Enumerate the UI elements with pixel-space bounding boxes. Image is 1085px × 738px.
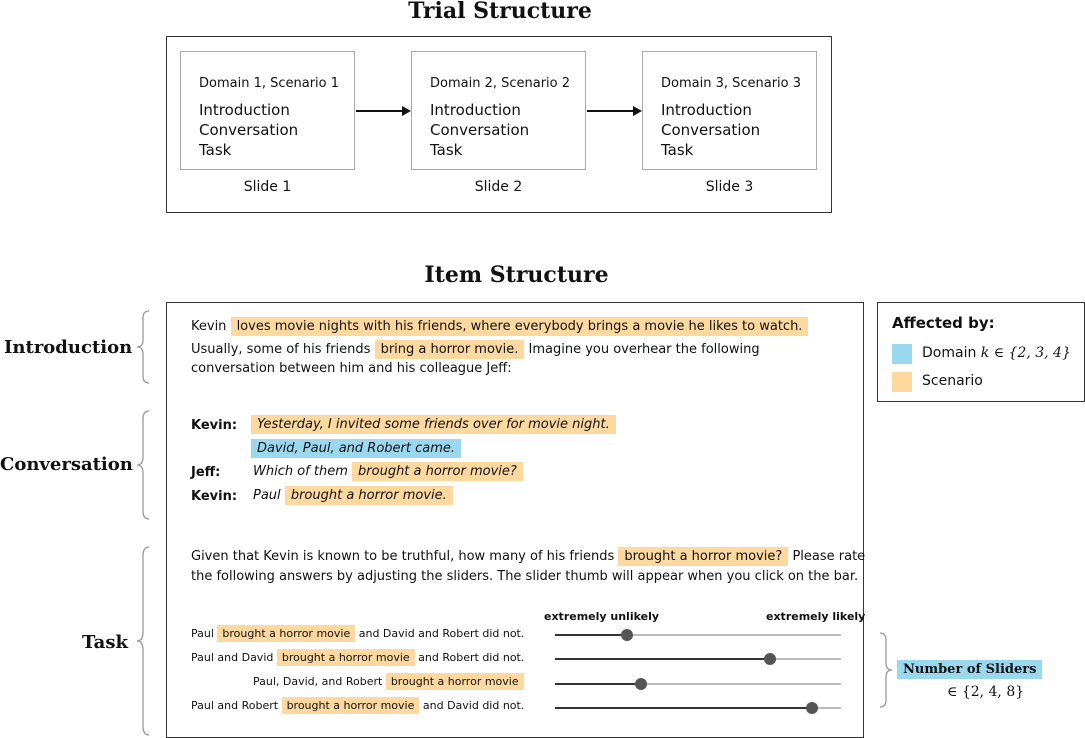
arrow-line [587, 110, 634, 112]
slide-line-conversation: Conversation [661, 121, 761, 139]
item-structure-title: Item Structure [424, 262, 609, 288]
slider-4[interactable] [555, 702, 841, 719]
answer-text: Paul and David [191, 651, 274, 664]
answer-text: Paul, David, and Robert [253, 675, 383, 688]
slide-line-task: Task [199, 141, 232, 159]
legend-box: Affected by: Domain k ∈ {2, 3, 4} Scenar… [877, 302, 1085, 402]
slider-thumb[interactable] [635, 678, 647, 690]
section-label-task: Task [82, 632, 128, 653]
number-of-sliders-set: ∈ {2, 4, 8} [947, 684, 1025, 700]
number-of-sliders-label: Number of Sliders [897, 660, 1043, 679]
utterance: Which of them brought a horror movie? [253, 462, 523, 481]
answer-text: and Robert did not. [418, 651, 525, 664]
intro-text: Kevin [191, 319, 227, 334]
domain-swatch [892, 344, 912, 364]
scenario-highlight: brought a horror movie [276, 649, 415, 666]
slide-line-conversation: Conversation [430, 121, 530, 139]
slider-2[interactable] [555, 653, 841, 670]
slide-card-2: Domain 2, Scenario 2 Introduction Conver… [411, 51, 586, 170]
slider-3[interactable] [555, 678, 841, 695]
scenario-highlight: brought a horror movie. [284, 486, 453, 505]
intro-line-1: Kevin loves movie nights with his friend… [191, 317, 809, 336]
section-label-introduction: Introduction [4, 337, 133, 358]
trial-structure-title: Trial Structure [408, 0, 592, 24]
task-text: Please rate [792, 549, 866, 564]
left-brace-icon [136, 410, 150, 520]
answer-option-2: Paul and David brought a horror movie an… [191, 649, 525, 666]
arrow-head-icon [402, 106, 411, 116]
task-text: Given that Kevin is known to be truthful… [191, 549, 615, 564]
slider-thumb[interactable] [806, 702, 818, 714]
slider-thumb[interactable] [764, 653, 776, 665]
slide-label-2: Slide 2 [474, 179, 523, 195]
left-brace-icon [136, 546, 150, 736]
speaker-jeff: Jeff: [191, 465, 221, 480]
slider-thumb[interactable] [621, 629, 633, 641]
scenario-highlight: bring a horror movie. [374, 340, 525, 359]
legend-domain-label: Domain [922, 345, 977, 361]
legend-domain-set: k ∈ {2, 3, 4} [980, 345, 1071, 361]
slide-line-task: Task [430, 141, 463, 159]
slide-line-introduction: Introduction [199, 101, 290, 119]
utterance: Paul brought a horror movie. [253, 486, 453, 505]
slider-right-label: extremely likely [766, 610, 866, 623]
scenario-highlight: Yesterday, I invited some friends over f… [251, 415, 616, 434]
intro-line-3: conversation between him and his colleag… [191, 361, 512, 376]
domain-highlight: David, Paul, and Robert came. [251, 439, 462, 458]
scenario-highlight: brought a horror movie [217, 625, 356, 642]
legend-scenario-label: Scenario [922, 373, 983, 389]
slide-line-task: Task [661, 141, 694, 159]
answer-option-1: Paul brought a horror movie and David an… [191, 625, 525, 642]
slider-fill [555, 683, 641, 685]
utterance: David, Paul, and Robert came. [251, 439, 462, 458]
task-question-line-1: Given that Kevin is known to be truthful… [191, 547, 866, 566]
intro-text: Imagine you overhear the following [528, 342, 760, 357]
answer-text: and David and Robert did not. [358, 627, 525, 640]
task-question-line-2: the following answers by adjusting the s… [191, 569, 859, 584]
slider-fill [555, 658, 770, 660]
slide-label-1: Slide 1 [243, 179, 292, 195]
scenario-highlight: brought a horror movie? [352, 462, 523, 481]
legend-title: Affected by: [892, 314, 995, 332]
trial-structure-box [166, 36, 832, 213]
scenario-highlight: brought a horror movie [281, 697, 420, 714]
slide-header: Domain 3, Scenario 3 [661, 76, 802, 91]
arrow-line [356, 110, 403, 112]
speaker-kevin: Kevin: [191, 418, 238, 433]
section-label-conversation: Conversation [0, 454, 133, 475]
slider-1[interactable] [555, 629, 841, 646]
slider-track[interactable] [555, 634, 841, 636]
utterance-text: Which of them [253, 464, 348, 479]
slide-line-conversation: Conversation [199, 121, 299, 139]
scenario-highlight: loves movie nights with his friends, whe… [230, 317, 809, 336]
slider-fill [555, 707, 812, 709]
legend-domain: Domain k ∈ {2, 3, 4} [922, 345, 1071, 361]
intro-line-2: Usually, some of his friends bring a hor… [191, 340, 760, 359]
answer-text: and David did not. [422, 699, 525, 712]
right-brace-icon [879, 632, 893, 708]
slide-label-3: Slide 3 [705, 179, 754, 195]
slider-track[interactable] [555, 683, 841, 685]
scenario-highlight: brought a horror movie [385, 673, 524, 690]
slider-fill [555, 634, 627, 636]
utterance-text: Paul [253, 488, 281, 503]
slide-card-1: Domain 1, Scenario 1 Introduction Conver… [180, 51, 355, 170]
slide-line-introduction: Introduction [661, 101, 752, 119]
slide-header: Domain 2, Scenario 2 [430, 76, 571, 91]
scenario-swatch [892, 372, 912, 392]
scenario-highlight: brought a horror movie? [618, 547, 789, 566]
answer-text: Paul and Robert [191, 699, 279, 712]
slide-card-3: Domain 3, Scenario 3 Introduction Conver… [642, 51, 817, 170]
answer-option-3: Paul, David, and Robert brought a horror… [253, 673, 524, 690]
answer-text: Paul [191, 627, 214, 640]
answer-option-4: Paul and Robert brought a horror movie a… [191, 697, 525, 714]
intro-text: Usually, some of his friends [191, 342, 371, 357]
utterance: Yesterday, I invited some friends over f… [251, 415, 616, 434]
speaker-kevin: Kevin: [191, 489, 238, 504]
left-brace-icon [136, 310, 150, 384]
arrow-head-icon [633, 106, 642, 116]
slide-line-introduction: Introduction [430, 101, 521, 119]
slide-header: Domain 1, Scenario 1 [199, 76, 340, 91]
slider-left-label: extremely unlikely [544, 610, 660, 623]
